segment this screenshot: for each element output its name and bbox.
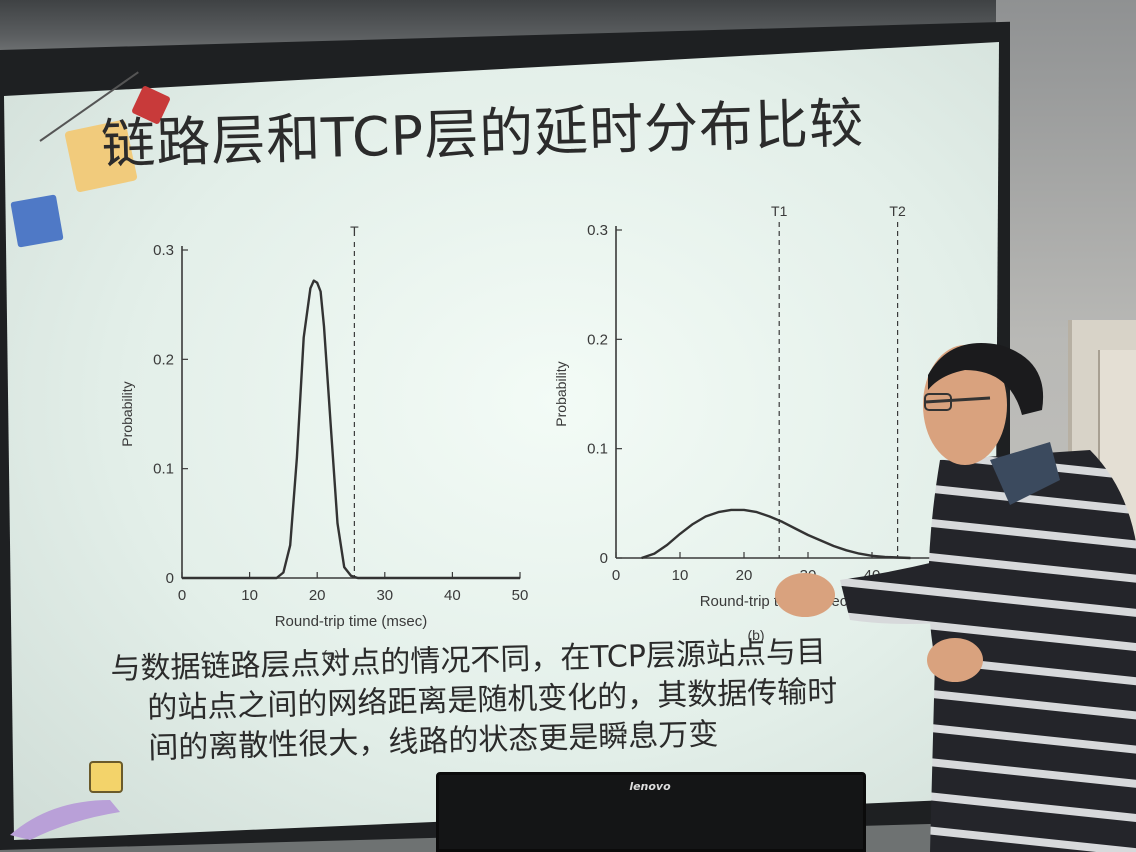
data-point — [845, 549, 847, 551]
data-point — [730, 509, 732, 511]
data-point — [323, 325, 325, 328]
series-line — [182, 279, 520, 580]
data-point — [717, 511, 719, 513]
threshold-label: T — [350, 223, 359, 239]
x-tick-label: 30 — [376, 587, 393, 604]
y-tick-label: 0.1 — [153, 461, 174, 478]
threshold-label: T2 — [889, 203, 906, 219]
y-axis-label: Probability — [553, 361, 569, 426]
computer-monitor — [436, 772, 866, 852]
decoration-hand-illustration — [10, 761, 123, 840]
y-axis-label: Probability — [119, 381, 135, 446]
y-tick-label: 0.3 — [587, 222, 608, 239]
data-point — [319, 290, 322, 293]
data-point — [705, 515, 707, 518]
data-point — [316, 282, 318, 284]
x-tick-label: 10 — [241, 587, 258, 604]
data-point — [897, 556, 899, 559]
data-point — [871, 555, 873, 557]
x-tick-label: 0 — [178, 587, 186, 604]
data-point — [357, 577, 359, 579]
data-point — [343, 566, 345, 568]
data-point — [820, 539, 822, 542]
data-point — [276, 577, 278, 579]
data-point — [666, 544, 668, 546]
data-point — [756, 511, 758, 513]
data-point — [679, 533, 681, 535]
presenter-person — [775, 343, 1136, 852]
data-point — [692, 523, 694, 525]
series-line — [641, 508, 911, 560]
x-axis-label: Round-trip time (msec) — [275, 613, 428, 630]
data-point — [858, 553, 860, 555]
decoration-blue-cube — [10, 194, 64, 248]
x-tick-label: 40 — [444, 587, 461, 604]
data-point — [909, 557, 911, 559]
y-tick-label: 0.2 — [153, 351, 174, 368]
y-tick-label: 0 — [166, 570, 174, 587]
y-tick-label: 0.3 — [153, 242, 174, 259]
data-point — [282, 571, 284, 574]
x-tick-label: 50 — [512, 587, 529, 604]
chart-caption: (b) — [747, 627, 764, 643]
x-tick-label: 0 — [612, 567, 620, 584]
threshold-label: T1 — [771, 203, 788, 219]
data-point — [519, 577, 521, 579]
chart-a-svg: 0 10 20 30 40 50 0 0.1 0.2 0.3ProbabilityRound-tr… — [119, 223, 529, 663]
data-point — [303, 336, 305, 339]
data-point — [296, 457, 298, 459]
data-point — [884, 556, 886, 558]
x-tick-label: 10 — [672, 567, 689, 584]
data-point — [289, 544, 291, 546]
data-point — [833, 545, 835, 547]
y-tick-label: 0.2 — [587, 331, 608, 348]
data-point — [781, 521, 783, 523]
data-point — [309, 287, 312, 289]
data-point — [653, 553, 655, 555]
data-point — [313, 280, 315, 282]
x-tick-label: 20 — [736, 567, 753, 584]
data-point — [743, 509, 745, 511]
data-point — [807, 534, 809, 536]
data-point — [641, 557, 643, 559]
data-point — [330, 424, 332, 426]
data-point — [350, 575, 352, 577]
monitor-brand-logo: lenovo — [629, 780, 671, 793]
data-point — [181, 577, 183, 579]
projected-slide — [4, 42, 999, 840]
chart-caption: (a) — [322, 647, 339, 663]
data-point — [794, 527, 796, 530]
data-point — [769, 515, 771, 518]
x-tick-label: 20 — [309, 587, 326, 604]
y-tick-label: 0.1 — [587, 441, 608, 458]
data-point — [336, 522, 339, 524]
y-tick-label: 0 — [600, 550, 608, 567]
